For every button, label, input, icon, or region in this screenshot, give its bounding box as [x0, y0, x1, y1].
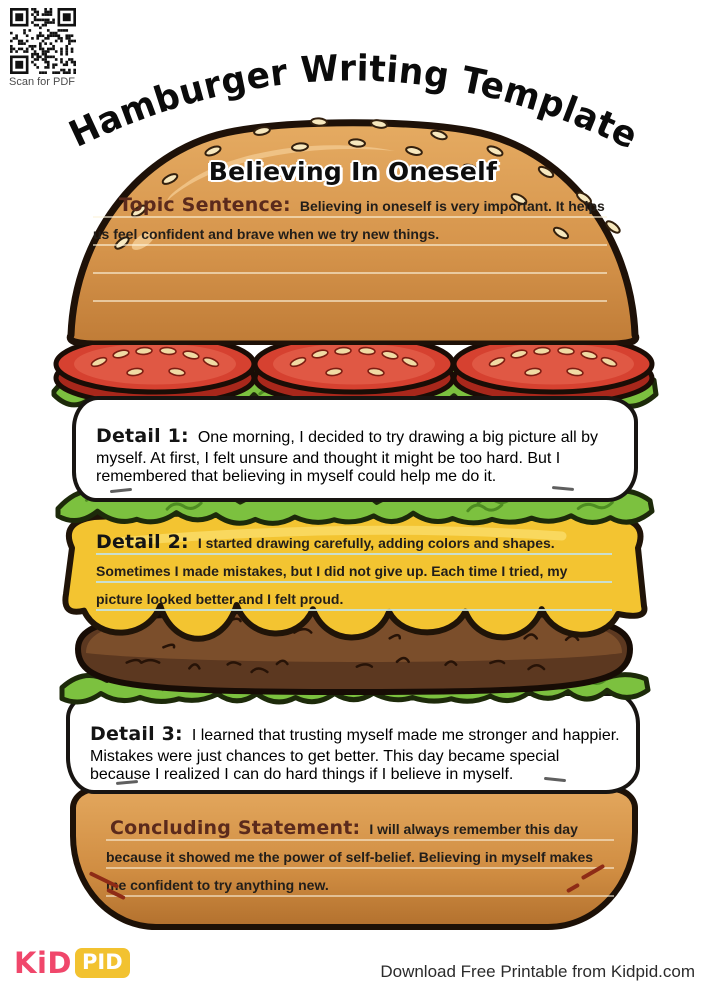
detail-3-text: I learned that trusting myself made me s… — [90, 727, 620, 783]
detail-2-section: Detail 2:I started drawing carefully, ad… — [54, 504, 654, 656]
kidpid-logo-kid: KiD — [14, 946, 72, 980]
sketch-dash-icon — [115, 780, 139, 785]
detail-1-label: Detail 1: — [96, 425, 189, 447]
detail-2-label: Detail 2: — [96, 531, 189, 553]
sketch-dash-icon — [551, 486, 575, 491]
qr-caption: Scan for PDF — [9, 76, 76, 88]
tomato-layer-illustration — [53, 333, 655, 407]
download-note: Download Free Printable from Kidpid.com — [380, 962, 695, 981]
detail-2-writing-area: Detail 2:I started drawing carefully, ad… — [96, 528, 612, 613]
sketch-dash-icon — [109, 487, 133, 494]
bottom-bun: Concluding Statement:I will always remem… — [70, 786, 638, 930]
conclusion-section: Concluding Statement:I will always remem… — [106, 814, 614, 899]
qr-code — [10, 8, 76, 74]
essay-title: Believing In Oneself — [208, 157, 498, 186]
topic-sentence-section: Topic Sentence:Believing in oneself is v… — [93, 191, 607, 303]
conclusion-text: I will always remember this day because … — [106, 821, 594, 893]
kidpid-logo-pid: PID — [75, 948, 130, 978]
topic-sentence-text: Believing in oneself is very important. … — [93, 198, 605, 242]
top-bun: Believing In Oneself Topic Sentence:Beli… — [57, 113, 649, 348]
detail-1-section: Detail 1:One morning, I decided to try d… — [72, 396, 638, 502]
topic-sentence-label: Topic Sentence: — [119, 194, 291, 216]
conclusion-label: Concluding Statement: — [110, 817, 361, 839]
detail-3-section: Detail 3:I learned that trusting myself … — [66, 692, 640, 794]
detail-1-text: One morning, I decided to try drawing a … — [96, 429, 599, 485]
detail-3-label: Detail 3: — [90, 723, 183, 745]
kidpid-logo: KiD PID — [14, 946, 130, 980]
detail-2-text: I started drawing carefully, adding colo… — [96, 535, 568, 607]
